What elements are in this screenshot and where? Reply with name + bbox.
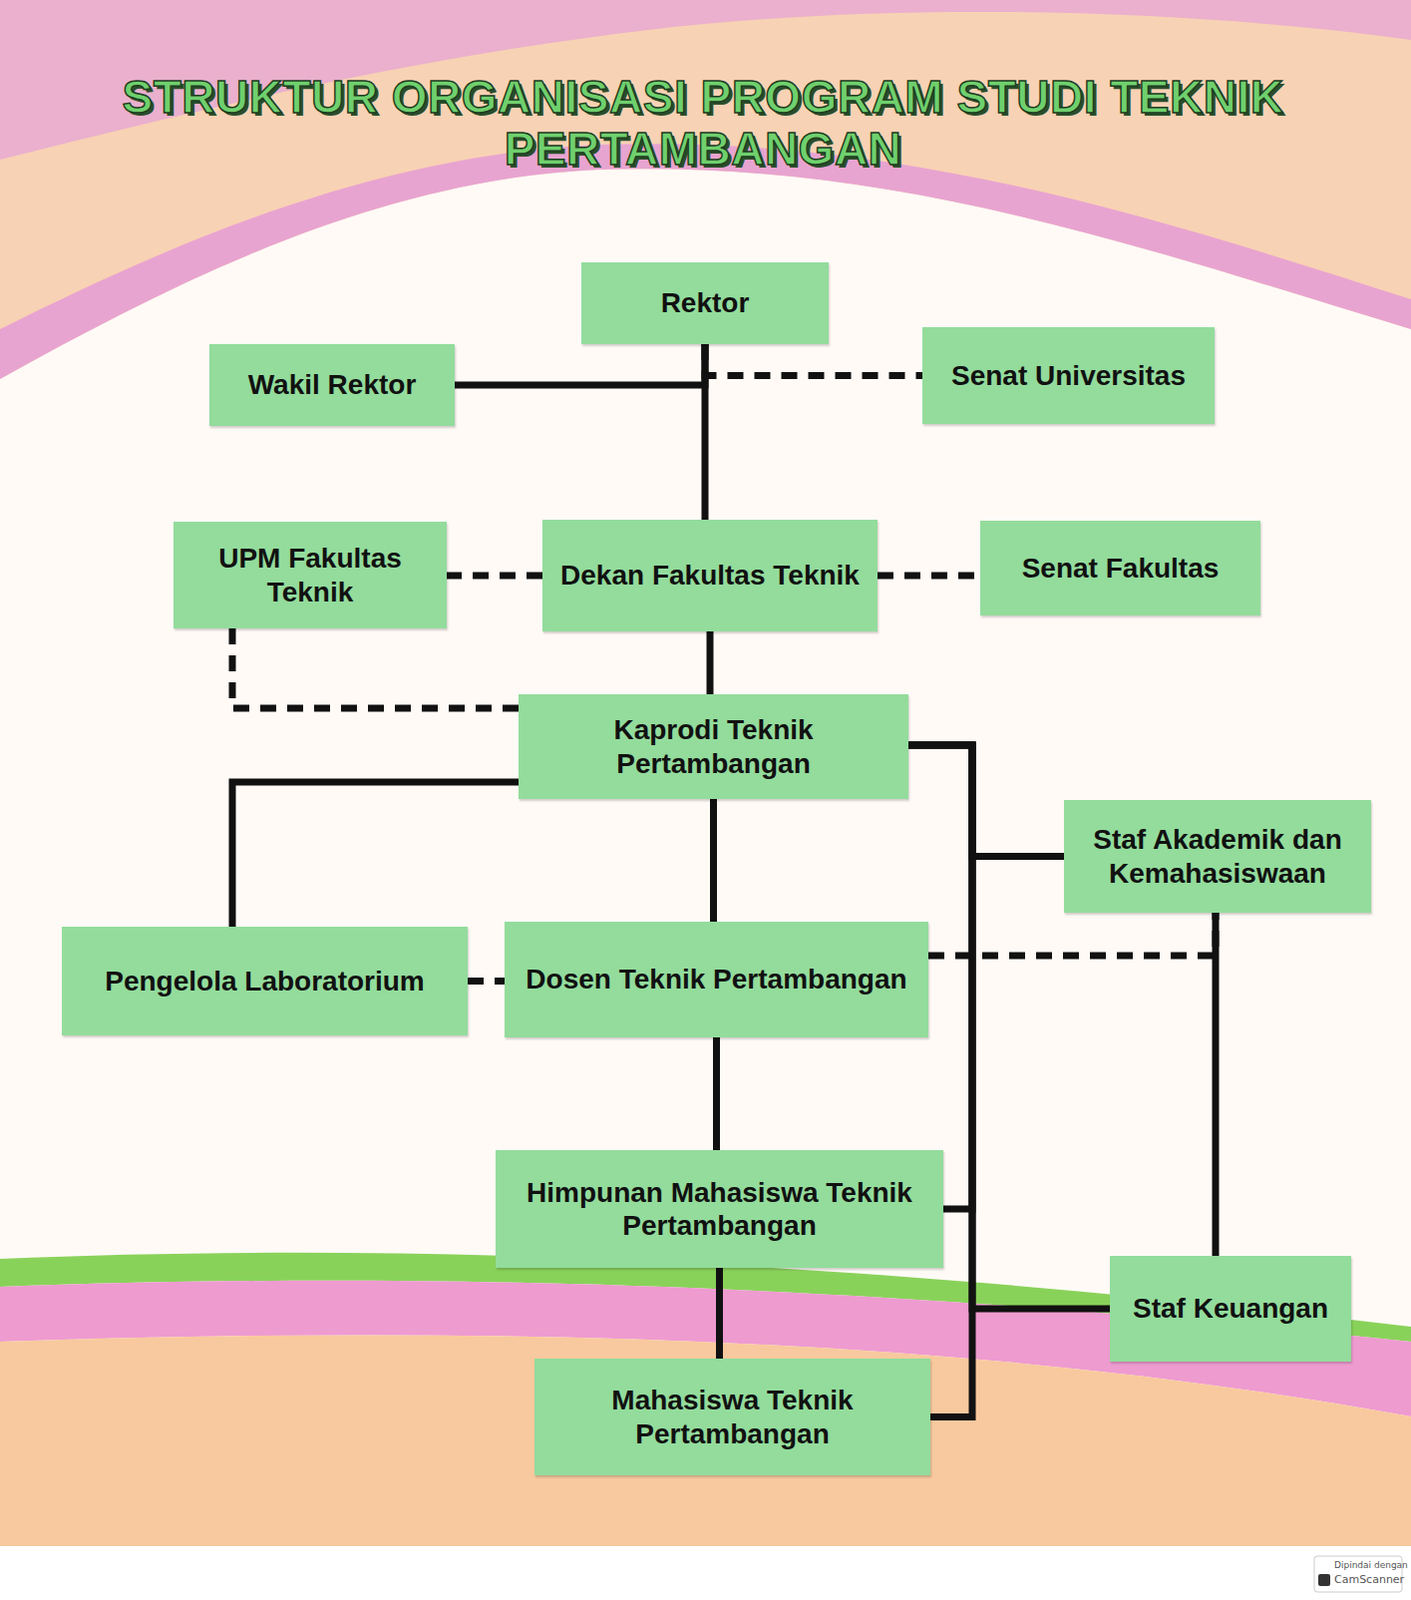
box-label: Wakil Rektor [248, 367, 417, 401]
org-box: Wakil Rektor [209, 344, 455, 426]
org-box: Kaprodi Teknik Pertambangan [518, 694, 909, 799]
box-label: Dekan Fakultas Teknik [560, 558, 860, 592]
box-label: Senat Fakultas [1022, 551, 1220, 585]
box-label: Himpunan Mahasiswa Teknik Pertambangan [507, 1175, 932, 1242]
org-box: Pengelola Laboratorium [61, 926, 468, 1036]
coordination-line [705, 344, 923, 376]
box-label: Kaprodi Teknik Pertambangan [530, 712, 897, 779]
command-line [908, 744, 1064, 857]
org-box: Mahasiswa Teknik Pertambangan [534, 1358, 931, 1475]
box-label: Staf Akademik dan Kemahasiswaan [1075, 822, 1360, 889]
box-label: Staf Keuangan [1132, 1291, 1329, 1325]
box-label: UPM Fakultas Teknik [185, 541, 435, 608]
org-box: Senat Fakultas [980, 520, 1261, 616]
command-line [706, 631, 714, 695]
org-box: Himpunan Mahasiswa Teknik Pertambangan [495, 1149, 944, 1268]
coordination-line [467, 977, 505, 985]
org-box: Dosen Teknik Pertambangan [504, 921, 929, 1038]
org-box: Rektor [581, 262, 829, 345]
box-label: Senat Universitas [951, 358, 1186, 392]
command-line [232, 781, 519, 927]
coordination-line [446, 572, 543, 580]
box-label: Pengelola Laboratorium [104, 964, 425, 998]
org-box: Staf Keuangan [1109, 1255, 1352, 1362]
org-box: UPM Fakultas Teknik [173, 521, 447, 629]
org-box: Staf Akademik dan Kemahasiswaan [1063, 799, 1372, 913]
box-label: Dosen Teknik Pertambangan [525, 962, 907, 996]
org-box: Dekan Fakultas Teknik [542, 519, 878, 632]
command-line [454, 344, 706, 385]
command-line [712, 1037, 720, 1150]
box-label: Mahasiswa Teknik Pertambangan [546, 1383, 919, 1449]
command-line [709, 798, 717, 922]
coordination-line [232, 628, 519, 708]
box-label: Rektor [661, 286, 750, 320]
scanner-watermark: CamScanner [1334, 1572, 1405, 1586]
command-line [908, 744, 973, 1417]
scanner-watermark: Dipindai dengan [1334, 1559, 1409, 1570]
coordination-line [877, 572, 981, 580]
command-line [702, 344, 709, 520]
chart-title: STRUKTUR ORGANISASI PROGRAM STUDI TEKNIK… [59, 71, 1347, 175]
command-line [1212, 912, 1220, 1256]
org-box: Senat Universitas [922, 327, 1215, 424]
command-line [715, 1267, 723, 1359]
